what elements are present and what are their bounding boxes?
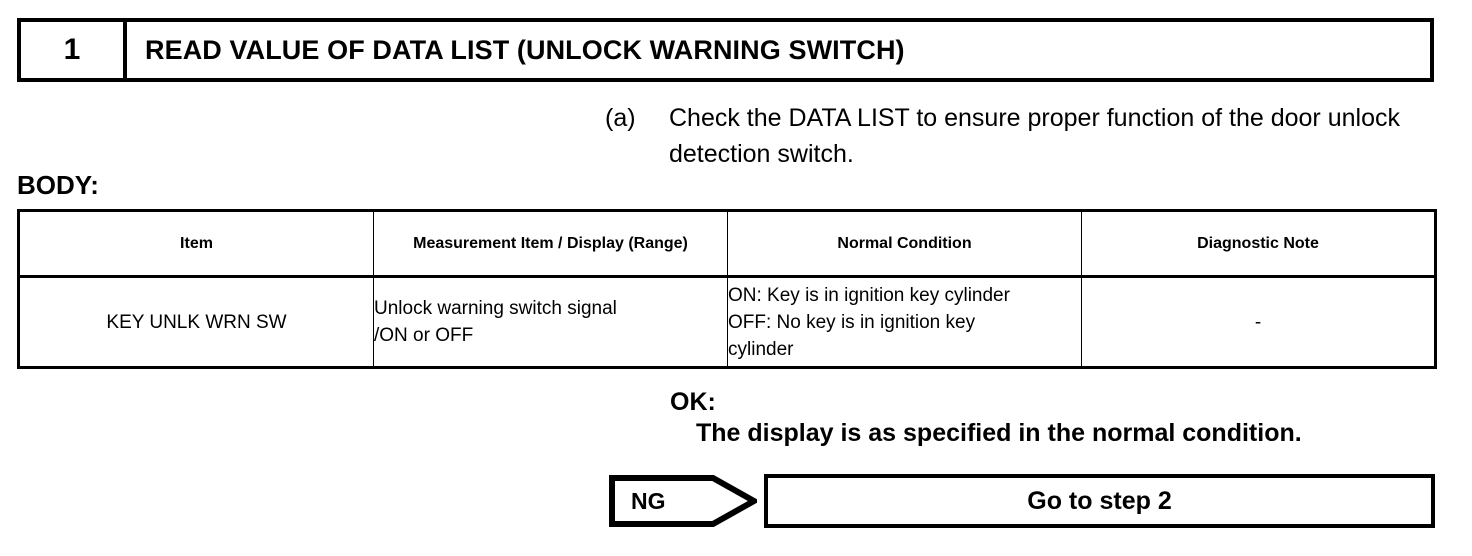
cell-normal-condition-line3: cylinder bbox=[728, 338, 794, 360]
result-ok-block: OK: The display is as specified in the n… bbox=[670, 387, 1440, 449]
column-header-measurement-line1: Measurement Item / bbox=[413, 235, 563, 252]
cell-normal-condition-line2: OFF: No key is in ignition key bbox=[728, 311, 976, 333]
cell-measurement-line2: /ON or OFF bbox=[374, 325, 474, 346]
column-header-normal-condition: Normal Condition bbox=[727, 209, 1082, 278]
step-header-bar: 1 READ VALUE OF DATA LIST (UNLOCK WARNIN… bbox=[17, 18, 1434, 82]
result-ng-row: NG Go to step 2 bbox=[609, 474, 1435, 528]
arrow-right-icon bbox=[609, 475, 757, 527]
cell-measurement: Unlock warning switch signal /ON or OFF bbox=[373, 275, 728, 369]
data-list-table-wrapper: Item Measurement Item / Display (Range) … bbox=[17, 209, 1437, 369]
ng-arrow-shape: NG bbox=[609, 474, 757, 528]
next-step-box[interactable]: Go to step 2 bbox=[764, 474, 1435, 528]
step-title-cell: READ VALUE OF DATA LIST (UNLOCK WARNING … bbox=[127, 22, 1430, 78]
column-header-normal-condition-label: Normal Condition bbox=[837, 235, 972, 252]
section-label-body: BODY: bbox=[17, 170, 99, 200]
step-number: 1 bbox=[63, 33, 81, 66]
column-header-measurement: Measurement Item / Display (Range) bbox=[373, 209, 728, 278]
column-header-diagnostic-note-label: Diagnostic Note bbox=[1197, 235, 1319, 252]
cell-diagnostic-note: - bbox=[1081, 275, 1437, 369]
column-header-measurement-line2: Display (Range) bbox=[566, 235, 688, 252]
column-header-item: Item bbox=[17, 209, 374, 278]
instruction-text: Check the DATA LIST to ensure proper fun… bbox=[669, 104, 1400, 168]
next-step-label: Go to step 2 bbox=[1027, 486, 1172, 515]
cell-item: KEY UNLK WRN SW bbox=[17, 275, 374, 369]
column-header-diagnostic-note: Diagnostic Note bbox=[1081, 209, 1437, 278]
cell-item-value: KEY UNLK WRN SW bbox=[106, 311, 287, 333]
instruction-block: (a) Check the DATA LIST to ensure proper… bbox=[605, 100, 1435, 172]
table-row: KEY UNLK WRN SW Unlock warning switch si… bbox=[17, 275, 1437, 369]
step-number-cell: 1 bbox=[21, 22, 127, 78]
instruction-marker: (a) bbox=[605, 104, 636, 132]
cell-normal-condition: ON: Key is in ignition key cylinder OFF:… bbox=[727, 275, 1082, 369]
column-header-item-label: Item bbox=[180, 235, 213, 252]
result-ok-text: The display is as specified in the norma… bbox=[696, 419, 1302, 447]
cell-normal-condition-line1: ON: Key is in ignition key cylinder bbox=[728, 284, 1010, 306]
cell-diagnostic-note-value: - bbox=[1254, 311, 1262, 333]
data-list-table: Item Measurement Item / Display (Range) … bbox=[17, 209, 1437, 369]
cell-measurement-line1: Unlock warning switch signal bbox=[374, 298, 617, 319]
step-title: READ VALUE OF DATA LIST (UNLOCK WARNING … bbox=[145, 34, 905, 65]
table-header-row: Item Measurement Item / Display (Range) … bbox=[17, 209, 1437, 278]
result-ok-label: OK: bbox=[670, 388, 716, 416]
ng-label: NG bbox=[631, 487, 666, 514]
